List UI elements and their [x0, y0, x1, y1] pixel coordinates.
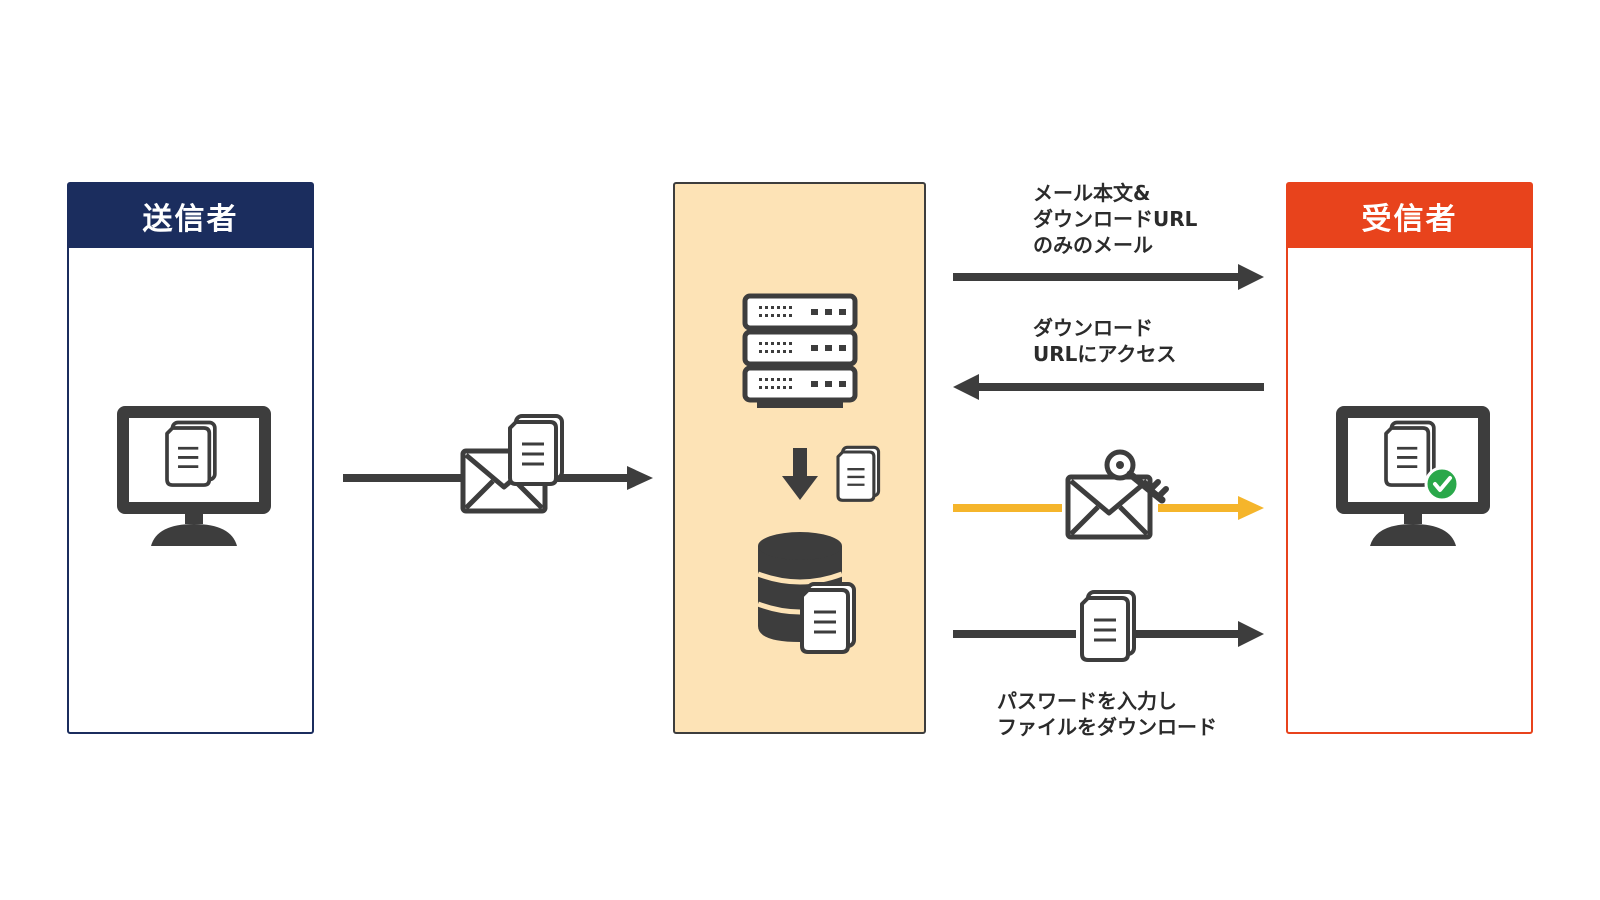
label-mail-body-url: メール本文& ダウンロードURL のみのメール [1033, 181, 1198, 257]
down-arrow-icon [782, 448, 818, 500]
sender-panel: 送信者 [67, 182, 314, 734]
sender-title: 送信者 [69, 184, 312, 248]
download-document-icon [1076, 592, 1134, 664]
server-icon [745, 296, 855, 408]
sender-monitor-icon [117, 406, 271, 546]
receiver-monitor-icon [1336, 406, 1490, 546]
label-access-url: ダウンロード URLにアクセス [1033, 316, 1177, 366]
access-arrow [953, 374, 1264, 400]
check-icon [1424, 466, 1460, 502]
key-icon [1104, 449, 1169, 504]
receiver-title: 受信者 [1288, 184, 1531, 248]
database-document-icon [802, 584, 854, 652]
server-document-icon [838, 447, 879, 500]
upload-document-icon [510, 416, 562, 484]
label-password-download: パスワードを入力し ファイルをダウンロード [997, 689, 1217, 739]
mail-arrow [953, 264, 1264, 290]
